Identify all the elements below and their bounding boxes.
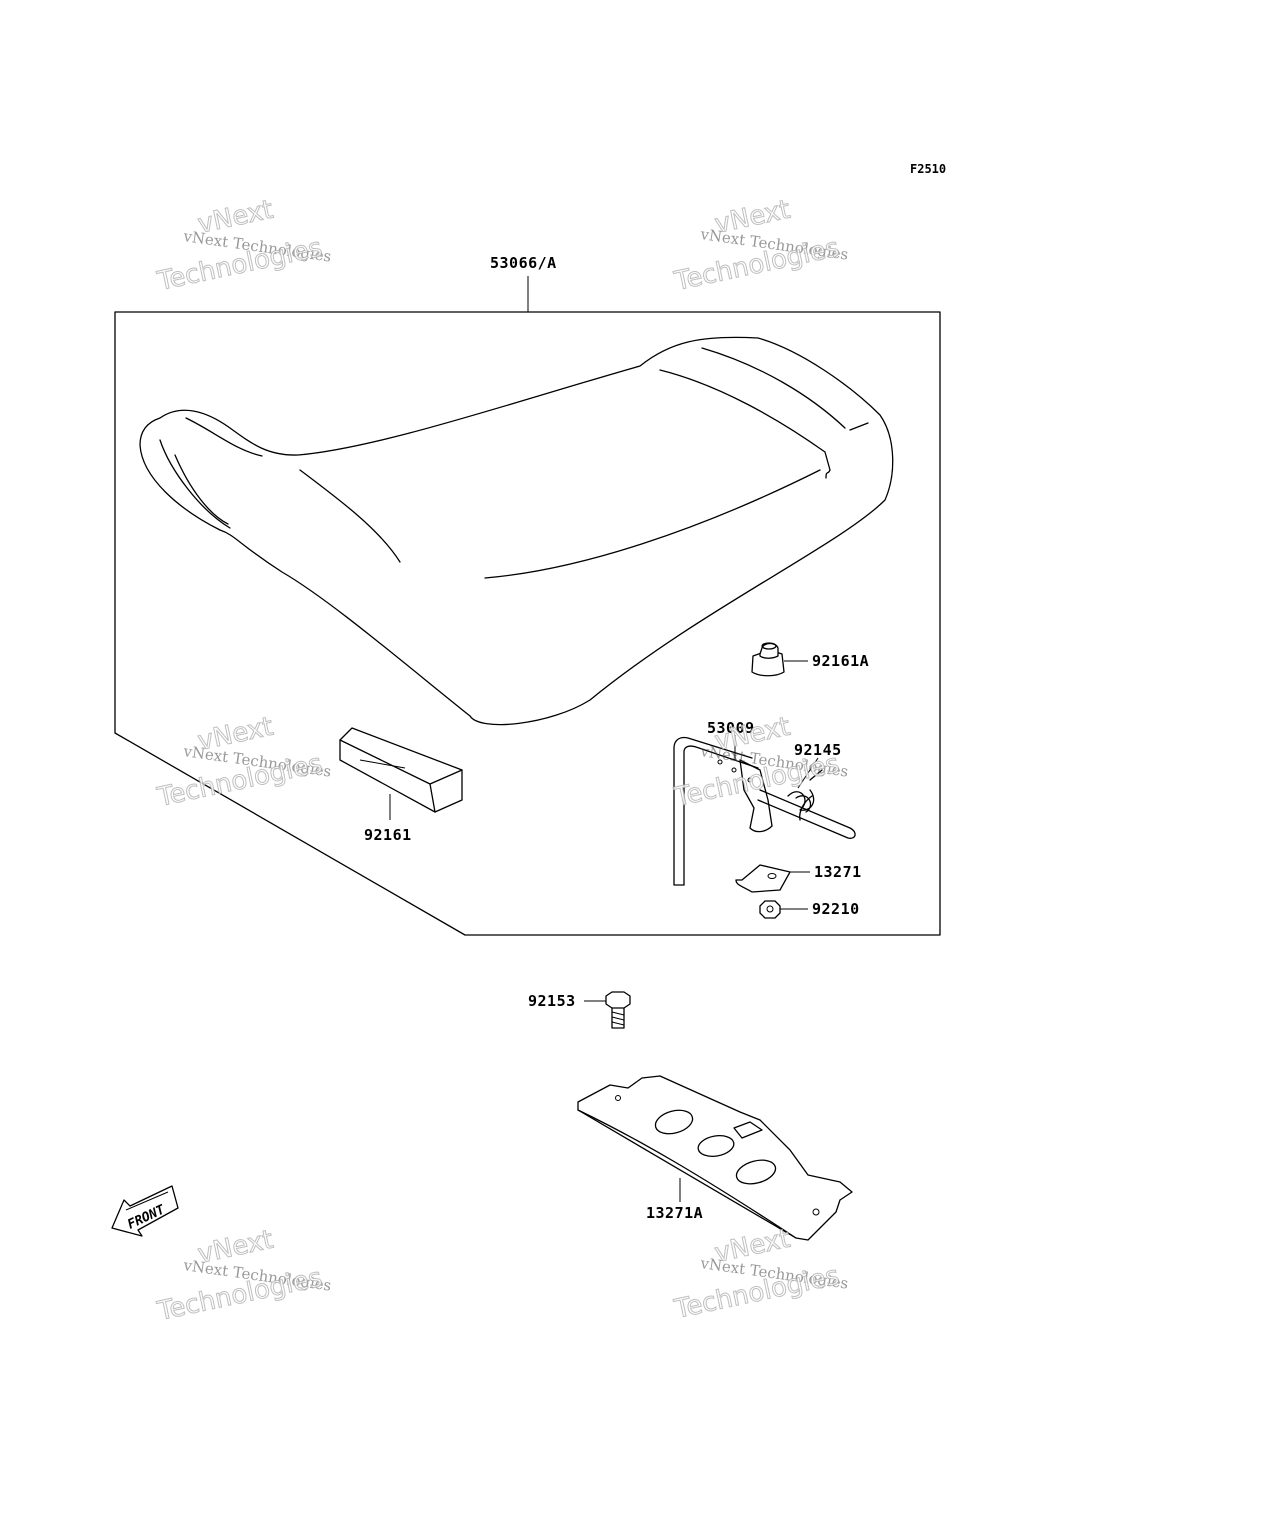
figure-code: F2510 (910, 162, 946, 176)
front-arrow-icon (111, 1185, 179, 1237)
watermark-top-right: vNext vNext Technologies Technologies (671, 194, 850, 297)
part-label-bolt[interactable]: 92153 (528, 992, 576, 1010)
bracket[interactable] (735, 864, 791, 893)
rubber-damper-a[interactable] (751, 642, 785, 677)
leader-spring (797, 757, 819, 789)
part-label-nut[interactable]: 92210 (812, 900, 860, 918)
bolt[interactable] (605, 991, 631, 1029)
assembly-outline (114, 311, 941, 936)
watermark-bottom-left: vNext vNext Technologies Technologies (154, 1224, 333, 1327)
nut[interactable] (759, 900, 781, 919)
watermark-top-left: vNext vNext Technologies Technologies (154, 194, 333, 297)
part-label-hook[interactable]: 53009 (707, 719, 755, 737)
plate[interactable] (577, 1075, 853, 1241)
part-label-plate[interactable]: 13271A (646, 1204, 703, 1222)
part-label-spring[interactable]: 92145 (794, 741, 842, 759)
damper-block[interactable] (339, 727, 463, 813)
hook-assembly[interactable] (673, 736, 773, 886)
part-label-rubber-damper-a[interactable]: 92161A (812, 652, 869, 670)
spring[interactable] (757, 769, 856, 839)
seat-drawing[interactable] (139, 336, 894, 726)
watermark-mid-right: vNext vNext Technologies Technologies (671, 711, 850, 813)
part-label-bracket[interactable]: 13271 (814, 863, 862, 881)
watermark-mid-left: vNext vNext Technologies Technologies (154, 711, 333, 813)
watermark-bottom-right: vNext vNext Technologies Technologies (671, 1223, 850, 1325)
part-label-damper-block[interactable]: 92161 (364, 826, 412, 844)
part-label-seat-assembly[interactable]: 53066/A (490, 254, 557, 272)
